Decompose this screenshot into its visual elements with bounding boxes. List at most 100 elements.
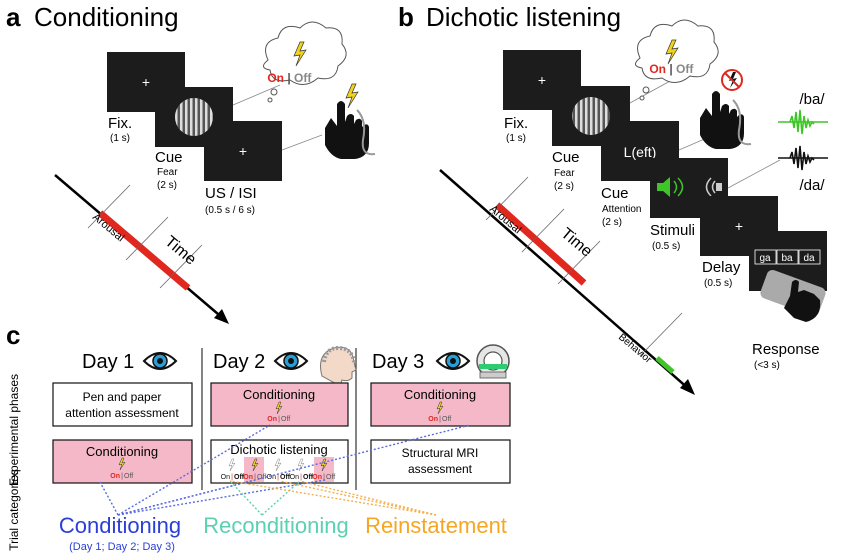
panel-b-attn-label: Cue — [601, 185, 629, 202]
dl-on-4: On — [290, 474, 299, 481]
panel-a-hand-icon — [325, 83, 376, 159]
keyboard-icon — [760, 269, 826, 322]
day3-mri-box — [370, 439, 511, 484]
dl-on-5: On — [312, 474, 322, 481]
day2-off: Off — [281, 416, 290, 423]
category-reconditioning: Reconditioning — [203, 513, 349, 538]
day2-dichotic-label: Dichotic listening — [230, 442, 328, 457]
panel-b-connector — [727, 159, 781, 189]
dl-on-2: On — [243, 474, 253, 481]
day2-title: Day 2 — [213, 351, 265, 373]
category-conditioning-sub: (Day 1; Day 2; Day 3) — [69, 541, 175, 553]
panel-b-delay-dur: (0.5 s) — [704, 278, 732, 289]
panel-b-bubble-sep: | — [669, 62, 672, 76]
panel-b-title: Dichotic listening — [426, 2, 621, 32]
panel-a-time-label: Time — [161, 233, 199, 269]
panel-b-arrowhead — [680, 379, 695, 395]
panel-a-tick — [159, 244, 203, 289]
conditioning-link — [117, 424, 271, 516]
dl-sep-4: | — [300, 474, 302, 481]
day1-pen-paper-l1: Pen and paper — [83, 390, 162, 404]
panel-b-response-dur: (<3 s) — [754, 360, 780, 371]
panel-a-us-screen — [204, 121, 282, 181]
option-box — [776, 249, 799, 265]
panel-b-attn-text: L(eft) — [624, 144, 657, 160]
day1-off: Off — [124, 473, 133, 480]
day1-pen-paper-l2: attention assessment — [65, 406, 179, 420]
dl-sep-1: | — [231, 474, 233, 481]
panel-b-stim-label: Stimuli — [650, 222, 695, 239]
panel-a-bubble-sep: | — [287, 71, 290, 85]
eye-icon — [435, 352, 471, 370]
panel-b-time-label: Time — [557, 225, 595, 261]
panel-b-tick — [521, 208, 565, 253]
bolt-icon — [665, 39, 679, 65]
option-box — [798, 249, 821, 265]
bolt-icon — [320, 458, 328, 472]
dl-off-4: Off — [303, 474, 314, 481]
panel-a-title: Conditioning — [34, 2, 179, 32]
panel-a-us-dur: (0.5 s / 6 s) — [205, 205, 255, 216]
panel-a-cue-label: Cue — [155, 149, 183, 166]
option-box — [754, 249, 777, 265]
dl-sep-5: | — [323, 474, 325, 481]
panel-b-fix-label: Fix. — [504, 115, 528, 132]
waveform-ba — [778, 109, 828, 135]
dl-on-3: On — [267, 474, 276, 481]
eye-icon — [142, 352, 178, 370]
no-shock-icon — [721, 69, 743, 91]
bolt-icon — [293, 41, 307, 67]
day3-sep: | — [439, 416, 441, 423]
dl-off-2: Off — [257, 474, 266, 481]
panel-a-us-label: US / ISI — [205, 185, 257, 202]
bolt-icon — [436, 401, 444, 415]
panel-a: a Conditioning Arousal Time + + Fix. (1 … — [6, 2, 376, 324]
day2-trial-markers: On | Off On | Off On | Off On | Off On |… — [221, 458, 335, 481]
panel-a-connector — [232, 84, 281, 106]
panel-b-cue-label: Cue — [552, 149, 580, 166]
day1-sep: | — [121, 473, 123, 480]
row-label-phases: Experimental phases — [7, 374, 21, 486]
panel-b-delay-label: Delay — [702, 259, 741, 276]
day3-off: Off — [442, 416, 451, 423]
day1-pen-paper-box — [52, 382, 193, 427]
panel-b-bubble-on: On — [649, 62, 666, 76]
mri-scanner-icon — [476, 344, 510, 379]
waveform-da — [778, 145, 828, 171]
bolt-icon — [275, 401, 283, 415]
row-label-trials: Trial categories — [7, 469, 21, 551]
panel-a-connector — [281, 134, 323, 151]
panel-a-letter: a — [6, 2, 21, 32]
day1-title: Day 1 — [82, 351, 134, 373]
panel-a-fix-cross: + — [142, 74, 150, 90]
panel-b-attn-dur: (2 s) — [602, 217, 622, 228]
panel-b-connector — [629, 79, 673, 104]
panel-b-letter: b — [398, 2, 414, 32]
dl-off-3: Off — [280, 474, 291, 481]
speaker-icon — [657, 177, 722, 197]
dl-off-1: Off — [234, 474, 245, 481]
option-ba: ba — [781, 253, 793, 264]
grating-stripes — [175, 98, 213, 136]
option-ga: ga — [759, 253, 771, 264]
panel-a-thought-bubble: On | Off — [263, 21, 347, 103]
panel-a-cue-dur: (2 s) — [157, 180, 177, 191]
panel-b-attn-sub: Attention — [602, 204, 641, 215]
panel-b: b Dichotic listening Arousal Time Behavi… — [398, 2, 828, 395]
day3-title: Day 3 — [372, 351, 424, 373]
bolt-outline-icon — [297, 458, 305, 472]
bolt-outline-icon — [228, 458, 236, 472]
panel-a-fix-label: Fix. — [108, 115, 132, 132]
reinstatement-link — [229, 480, 437, 516]
dl-sep-2: | — [254, 474, 256, 481]
panel-b-timeline — [439, 169, 691, 391]
panel-b-behavior-bar — [655, 356, 675, 374]
panel-b-bubble-off: Off — [676, 62, 694, 76]
panel-a-arousal-bar — [97, 210, 191, 291]
panel-b-thought-bubble: On | Off — [635, 19, 719, 101]
panel-c: c Experimental phases Trial categories D… — [6, 320, 511, 553]
day1-conditioning-label: Conditioning — [86, 444, 158, 459]
panel-c-letter: c — [6, 320, 20, 350]
day2-sep: | — [278, 416, 280, 423]
